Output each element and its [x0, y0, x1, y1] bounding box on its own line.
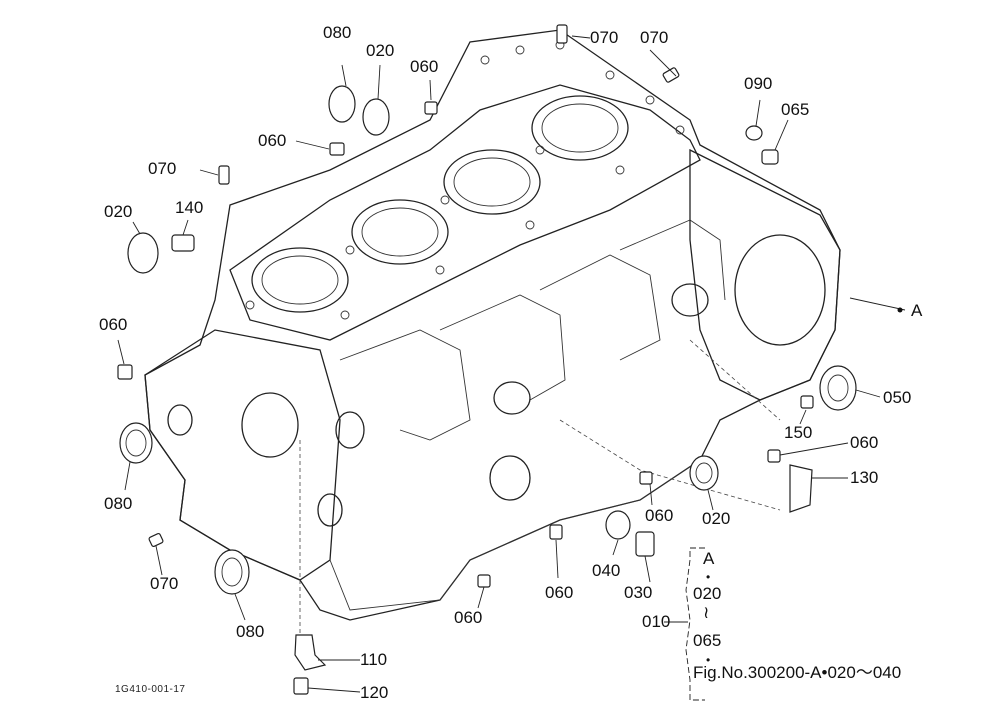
callout-040: 040	[592, 561, 621, 580]
callout-060-rear: 060	[850, 433, 879, 452]
callout-060-plug-top: 060	[410, 57, 439, 76]
assembly-line-dot-2: •	[706, 653, 711, 667]
assembly-label-010: 010	[642, 612, 671, 631]
callout-070-bottom: 070	[150, 574, 179, 593]
engine-block-body	[144, 29, 841, 640]
callout-060-side: 060	[645, 506, 674, 525]
callout-020-left: 020	[104, 202, 133, 221]
callout-050: 050	[883, 388, 912, 407]
assembly-reference: Fig.No.300200-A•020〜040	[693, 663, 902, 682]
callout-030: 030	[624, 583, 653, 602]
callout-065: 065	[781, 100, 810, 119]
callout-060-left-top: 060	[258, 131, 287, 150]
callout-060-pan: 060	[454, 608, 483, 627]
leader-lines	[117, 35, 906, 701]
assembly-line-range: ≀	[703, 603, 710, 622]
callout-060-bottom: 060	[545, 583, 574, 602]
callout-110: 110	[360, 650, 388, 669]
callout-080-bottom: 080	[236, 622, 265, 641]
callout-150: 150	[784, 423, 813, 442]
callout-020-side: 020	[702, 509, 731, 528]
callout-070-dowel-top: 070	[590, 28, 619, 47]
callout-140: 140	[175, 198, 204, 217]
callout-a: A	[911, 301, 923, 320]
assembly-line-065: 065	[693, 631, 722, 650]
assembly-line-020: 020	[693, 584, 722, 603]
figure-id: 1G410-001-17	[115, 684, 186, 695]
callout-020-plug-top: 020	[366, 41, 395, 60]
callout-080-plug-top: 080	[323, 23, 352, 42]
assembly-line-a: A	[703, 549, 715, 568]
callout-070-left: 070	[148, 159, 177, 178]
callout-130: 130	[850, 468, 879, 487]
callout-060-front: 060	[99, 315, 128, 334]
reference-dot-a	[897, 307, 903, 313]
callout-070-dowel-rear: 070	[640, 28, 669, 47]
callout-090: 090	[744, 74, 773, 93]
small-parts	[117, 24, 857, 695]
assembly-line-dot-1: •	[706, 570, 711, 584]
callout-080-front: 080	[104, 494, 133, 513]
callout-120: 120	[360, 683, 389, 702]
